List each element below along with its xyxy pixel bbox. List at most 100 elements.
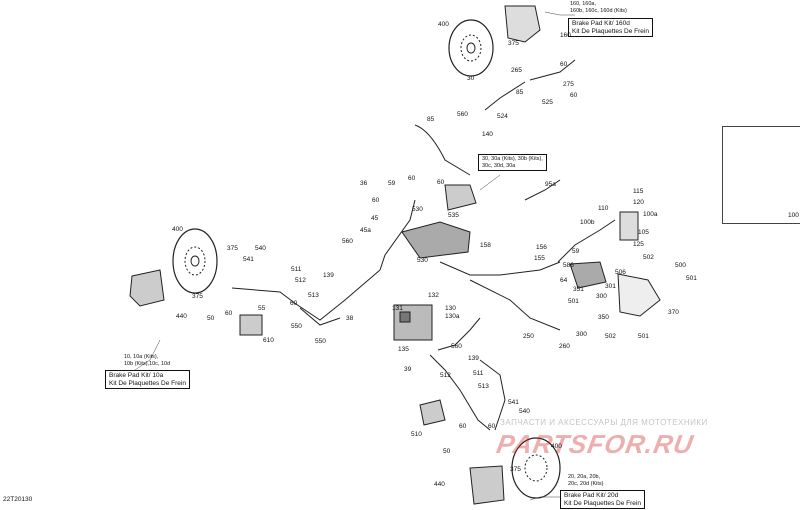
left-caliper xyxy=(129,269,165,307)
part-label: 30 xyxy=(467,75,475,82)
part-label: 375 xyxy=(192,293,203,300)
part-label: 540 xyxy=(519,408,530,415)
part-label: 100a xyxy=(643,211,658,218)
rear-reservoir xyxy=(619,211,639,241)
part-label: 502 xyxy=(643,254,654,261)
part-label: 300 xyxy=(596,293,607,300)
rear-master-cylinder xyxy=(569,261,607,289)
part-label: 541 xyxy=(243,256,254,263)
part-label: 375 xyxy=(510,466,521,473)
bottom-caliper xyxy=(469,465,505,505)
part-label: 131 xyxy=(392,305,403,312)
part-label: 610 xyxy=(263,337,274,344)
part-label: 45a xyxy=(360,227,371,234)
part-label: 100b xyxy=(580,219,595,226)
abs-bracket xyxy=(401,221,471,259)
brake-line-top xyxy=(414,124,471,176)
watermark-tagline: ЗАПЧАСТИ И АКСЕССУАРЫ ДЛЯ МОТОТЕХНИКИ xyxy=(500,418,708,427)
part-label: 550 xyxy=(315,338,326,345)
part-label: 130a xyxy=(445,313,460,320)
part-label: 586 xyxy=(563,262,574,269)
left-sensor-bracket xyxy=(239,314,263,336)
part-label: 55 xyxy=(258,305,266,312)
part-label: 125 xyxy=(633,241,644,248)
part-label: 512 xyxy=(440,372,451,379)
part-label: 560 xyxy=(342,238,353,245)
top-caliper xyxy=(504,5,541,43)
part-label: 440 xyxy=(176,313,187,320)
part-label: 110 xyxy=(598,205,609,212)
part-label: 501 xyxy=(686,275,697,282)
part-label: 95a xyxy=(545,181,556,188)
brake-line-rear xyxy=(557,219,616,263)
part-label: 351 xyxy=(573,286,584,293)
part-label: 38 xyxy=(346,315,354,322)
part-label: 39 xyxy=(404,366,412,373)
part-label: 130 xyxy=(445,305,456,312)
brake-line-left xyxy=(231,269,381,321)
part-label: 530 xyxy=(417,257,428,264)
callout-box-left: Brake Pad Kit/ 10a Kit De Plaquettes De … xyxy=(105,370,190,389)
part-label: 524 xyxy=(497,113,508,120)
part-label: 560 xyxy=(457,111,468,118)
part-label: 375 xyxy=(508,40,519,47)
part-label: 350 xyxy=(598,314,609,321)
part-label: 45 xyxy=(371,215,379,222)
part-label: 60 xyxy=(290,300,298,307)
part-label: 120 xyxy=(633,199,644,206)
part-label: 275 xyxy=(563,81,574,88)
part-label: 525 xyxy=(542,99,553,106)
callout-bottom-line-2: Kit De Plaquettes De Frein xyxy=(564,499,641,507)
part-label: 513 xyxy=(308,292,319,299)
callout-top-header-1: 160, 160a, xyxy=(570,1,596,7)
callout-master-line-2: 30c, 30d, 30a xyxy=(482,162,516,169)
part-label: 60 xyxy=(488,423,496,430)
callout-bottom-header-1: 20, 20a, 20b, xyxy=(568,474,601,480)
part-label: 60 xyxy=(437,179,445,186)
part-label: 506 xyxy=(615,269,626,276)
part-label: 139 xyxy=(468,355,479,362)
left-brake-disc xyxy=(172,228,218,294)
part-label: 265 xyxy=(511,67,522,74)
part-label: 510 xyxy=(411,431,422,438)
part-label: 160 xyxy=(560,32,571,39)
part-label: 541 xyxy=(508,399,519,406)
part-label: 60 xyxy=(560,61,568,68)
part-label: 250 xyxy=(523,333,534,340)
part-label: 540 xyxy=(255,245,266,252)
part-label: 50 xyxy=(207,315,215,322)
part-label: 105 xyxy=(638,229,649,236)
part-label: 440 xyxy=(434,481,445,488)
part-label: 60 xyxy=(372,197,380,204)
part-label: 512 xyxy=(295,277,306,284)
callout-left-line-1: Brake Pad Kit/ 10a xyxy=(109,372,164,379)
brake-pedal xyxy=(617,273,661,317)
part-label: 132 xyxy=(428,292,439,299)
callout-top-header-2: 160b, 160c, 160d (Kits) xyxy=(570,8,627,14)
callout-left-line-2: Kit De Plaquettes De Frein xyxy=(109,379,186,387)
part-label: 158 xyxy=(480,242,491,249)
callout-box-bottom: Brake Pad Kit/ 20d Kit De Plaquettes De … xyxy=(560,490,645,509)
part-label: 502 xyxy=(605,333,616,340)
part-label: 530 xyxy=(412,206,423,213)
part-label: 511 xyxy=(473,370,484,377)
brake-line-bottom xyxy=(429,354,491,431)
callout-top-line-1: Brake Pad Kit/ 160d xyxy=(572,20,630,27)
part-label: 140 xyxy=(482,131,493,138)
part-label: 64 xyxy=(560,277,568,284)
callout-left-header-1: 10, 10a (Kits), xyxy=(124,354,159,360)
part-label: 550 xyxy=(291,323,302,330)
part-label: 400 xyxy=(172,226,183,233)
part-label: 115 xyxy=(633,188,644,195)
callout-bottom-header-2: 20c, 20d (Kits) xyxy=(568,481,604,487)
part-label: 370 xyxy=(668,309,679,316)
part-label: 60 xyxy=(459,423,467,430)
bottom-sensor-bracket xyxy=(419,399,446,426)
part-label: 500 xyxy=(675,262,686,269)
part-label: 375 xyxy=(227,245,238,252)
part-label: 560 xyxy=(451,343,462,350)
watermark-brand: PARTSFOR.RU xyxy=(494,429,697,459)
part-label: 301 xyxy=(605,283,616,290)
part-label: 85 xyxy=(516,89,524,96)
part-label: 400 xyxy=(438,21,449,28)
